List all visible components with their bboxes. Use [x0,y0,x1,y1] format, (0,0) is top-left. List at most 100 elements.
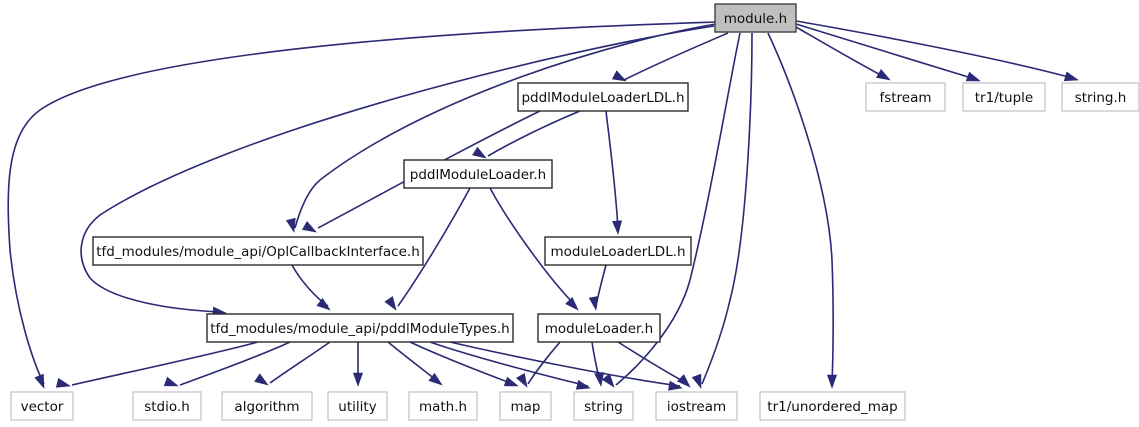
edge-module-to-stringh [795,20,1077,80]
arrowhead-module-to-vector [34,373,45,389]
edge-pddlLoaderLDL-to-pddlLoader [487,110,581,157]
edge-module-to-pddlLoaderLDL [623,32,729,81]
edge-module-to-vector [7,21,717,385]
node-box-oplCallback[interactable] [92,236,424,266]
node-box-stdio[interactable] [132,391,202,421]
node-label-stdio: stdio.h [144,399,190,415]
arrowhead-moduleLoader-to-string [594,372,605,387]
node-label-algorithm: algorithm [234,399,299,415]
arrowhead-module-to-pddlLoaderLDL [611,70,627,82]
arrowhead-pddlTypes-to-string [575,379,591,390]
node-iostream[interactable]: iostream [655,391,738,421]
node-oplCallback[interactable]: tfd_modules/module_api/OplCallbackInterf… [92,236,424,266]
node-box-pddlTypes[interactable] [206,313,514,343]
node-label-mathh: math.h [419,399,467,415]
arrowhead-pddlTypes-to-map [503,376,519,387]
edge-module-to-iostream [701,32,753,385]
node-pddlTypes[interactable]: tfd_modules/module_api/pddlModuleTypes.h [206,313,514,343]
node-string[interactable]: string [573,391,634,421]
node-label-pddlTypes: tfd_modules/module_api/pddlModuleTypes.h [210,321,509,337]
edge-module-to-pddlTypes [80,25,715,313]
arrowhead-moduleLoader-to-map [515,372,528,388]
node-vector[interactable]: vector [10,391,74,421]
arrowhead-module-to-oplCallback [285,217,296,233]
arrowhead-moduleLoader-to-iostream [676,374,691,388]
node-box-stringh[interactable] [1061,82,1139,112]
edge-pddlTypes-to-iostream [449,341,681,387]
arrowhead-oplCallback-to-pddlTypes [316,297,331,311]
arrowhead-module-to-string [601,373,615,388]
arrowhead-pddlLoaderLDL-to-moduleLdrLDL [612,220,623,235]
node-mathh[interactable]: math.h [408,391,478,421]
node-label-pddlLoader: pddlModuleLoader.h [410,167,546,183]
arrowhead-pddlTypes-to-vector [55,377,71,388]
node-box-utility[interactable] [327,391,388,421]
node-label-map: map [511,399,541,415]
node-box-tr1tuple[interactable] [962,82,1046,112]
node-label-string: string [584,399,623,415]
edge-pddlTypes-to-stdio [179,341,291,386]
node-label-vector: vector [21,399,64,415]
arrowhead-pddlTypes-to-utility [352,372,364,387]
arrowhead-module-to-fstream [875,68,891,81]
node-box-fstream[interactable] [865,82,946,112]
node-fstream[interactable]: fstream [865,82,946,112]
node-tr1umap[interactable]: tr1/unordered_map [759,391,906,421]
edge-pddlTypes-to-algorithm [269,341,331,384]
node-label-moduleLoader: moduleLoader.h [545,321,653,337]
node-box-algorithm[interactable] [221,391,313,421]
node-tr1tuple[interactable]: tr1/tuple [962,82,1046,112]
node-stdio[interactable]: stdio.h [132,391,202,421]
node-label-moduleLdrLDL: moduleLoaderLDL.h [550,244,685,260]
edge-pddlLoaderLDL-to-moduleLdrLDL [605,110,619,231]
node-moduleLdrLDL[interactable]: moduleLoaderLDL.h [544,236,692,266]
edge-moduleLoader-to-map [527,341,561,385]
arrowhead-pddlTypes-to-algorithm [254,373,269,386]
node-label-module: module.h [724,11,787,27]
arrowhead-moduleLdrLDL-to-moduleLoader [588,296,599,311]
edge-pddlLoader-to-moduleLoader [489,187,577,307]
node-label-tr1tuple: tr1/tuple [975,90,1033,106]
edge-module-to-tr1tuple [795,23,979,81]
arrowhead-pddlTypes-to-mathh [428,372,443,386]
node-layer: module.h pddlModuleLoaderLDL.h fstream tr1/… [10,3,1139,421]
node-label-oplCallback: tfd_modules/module_api/OplCallbackInterf… [96,244,420,260]
node-box-module[interactable] [714,3,797,33]
node-label-utility: utility [338,399,376,415]
node-label-stringh: string.h [1075,90,1127,106]
node-pddlLoader[interactable]: pddlModuleLoader.h [403,159,553,189]
arrowhead-pddlLoader-to-moduleLoader [565,296,579,311]
node-pddlLoaderLDL[interactable]: pddlModuleLoaderLDL.h [517,82,689,112]
arrowhead-pddlLoaderLDL-to-oplCallback [301,220,317,233]
node-box-string[interactable] [573,391,634,421]
node-box-vector[interactable] [10,391,74,421]
node-stringh[interactable]: string.h [1061,82,1139,112]
node-algorithm[interactable]: algorithm [221,391,313,421]
node-label-fstream: fstream [879,90,931,106]
node-box-iostream[interactable] [655,391,738,421]
node-box-pddlLoaderLDL[interactable] [517,82,689,112]
node-utility[interactable]: utility [327,391,388,421]
node-box-pddlLoader[interactable] [403,159,553,189]
arrowhead-pddlLoader-to-pddlTypes [384,296,397,311]
node-label-pddlLoaderLDL: pddlModuleLoaderLDL.h [521,90,684,106]
node-label-iostream: iostream [667,399,726,415]
node-box-map[interactable] [499,391,552,421]
edge-pddlLoader-to-pddlTypes [397,187,471,307]
edge-pddlTypes-to-string [429,341,589,387]
node-map[interactable]: map [499,391,552,421]
arrowhead-module-to-tr1umap [826,374,838,389]
node-label-tr1umap: tr1/unordered_map [767,399,897,415]
node-box-mathh[interactable] [408,391,478,421]
node-box-moduleLdrLDL[interactable] [544,236,692,266]
node-box-tr1umap[interactable] [759,391,906,421]
node-moduleLoader[interactable]: moduleLoader.h [537,313,661,343]
edge-module-to-tr1umap [767,32,834,383]
arrowhead-module-to-stringh [1063,71,1079,82]
node-module[interactable]: module.h [714,3,797,33]
edge-pddlTypes-to-vector [71,341,259,386]
arrowhead-module-to-iostream [691,373,702,389]
node-box-moduleLoader[interactable] [537,313,661,343]
